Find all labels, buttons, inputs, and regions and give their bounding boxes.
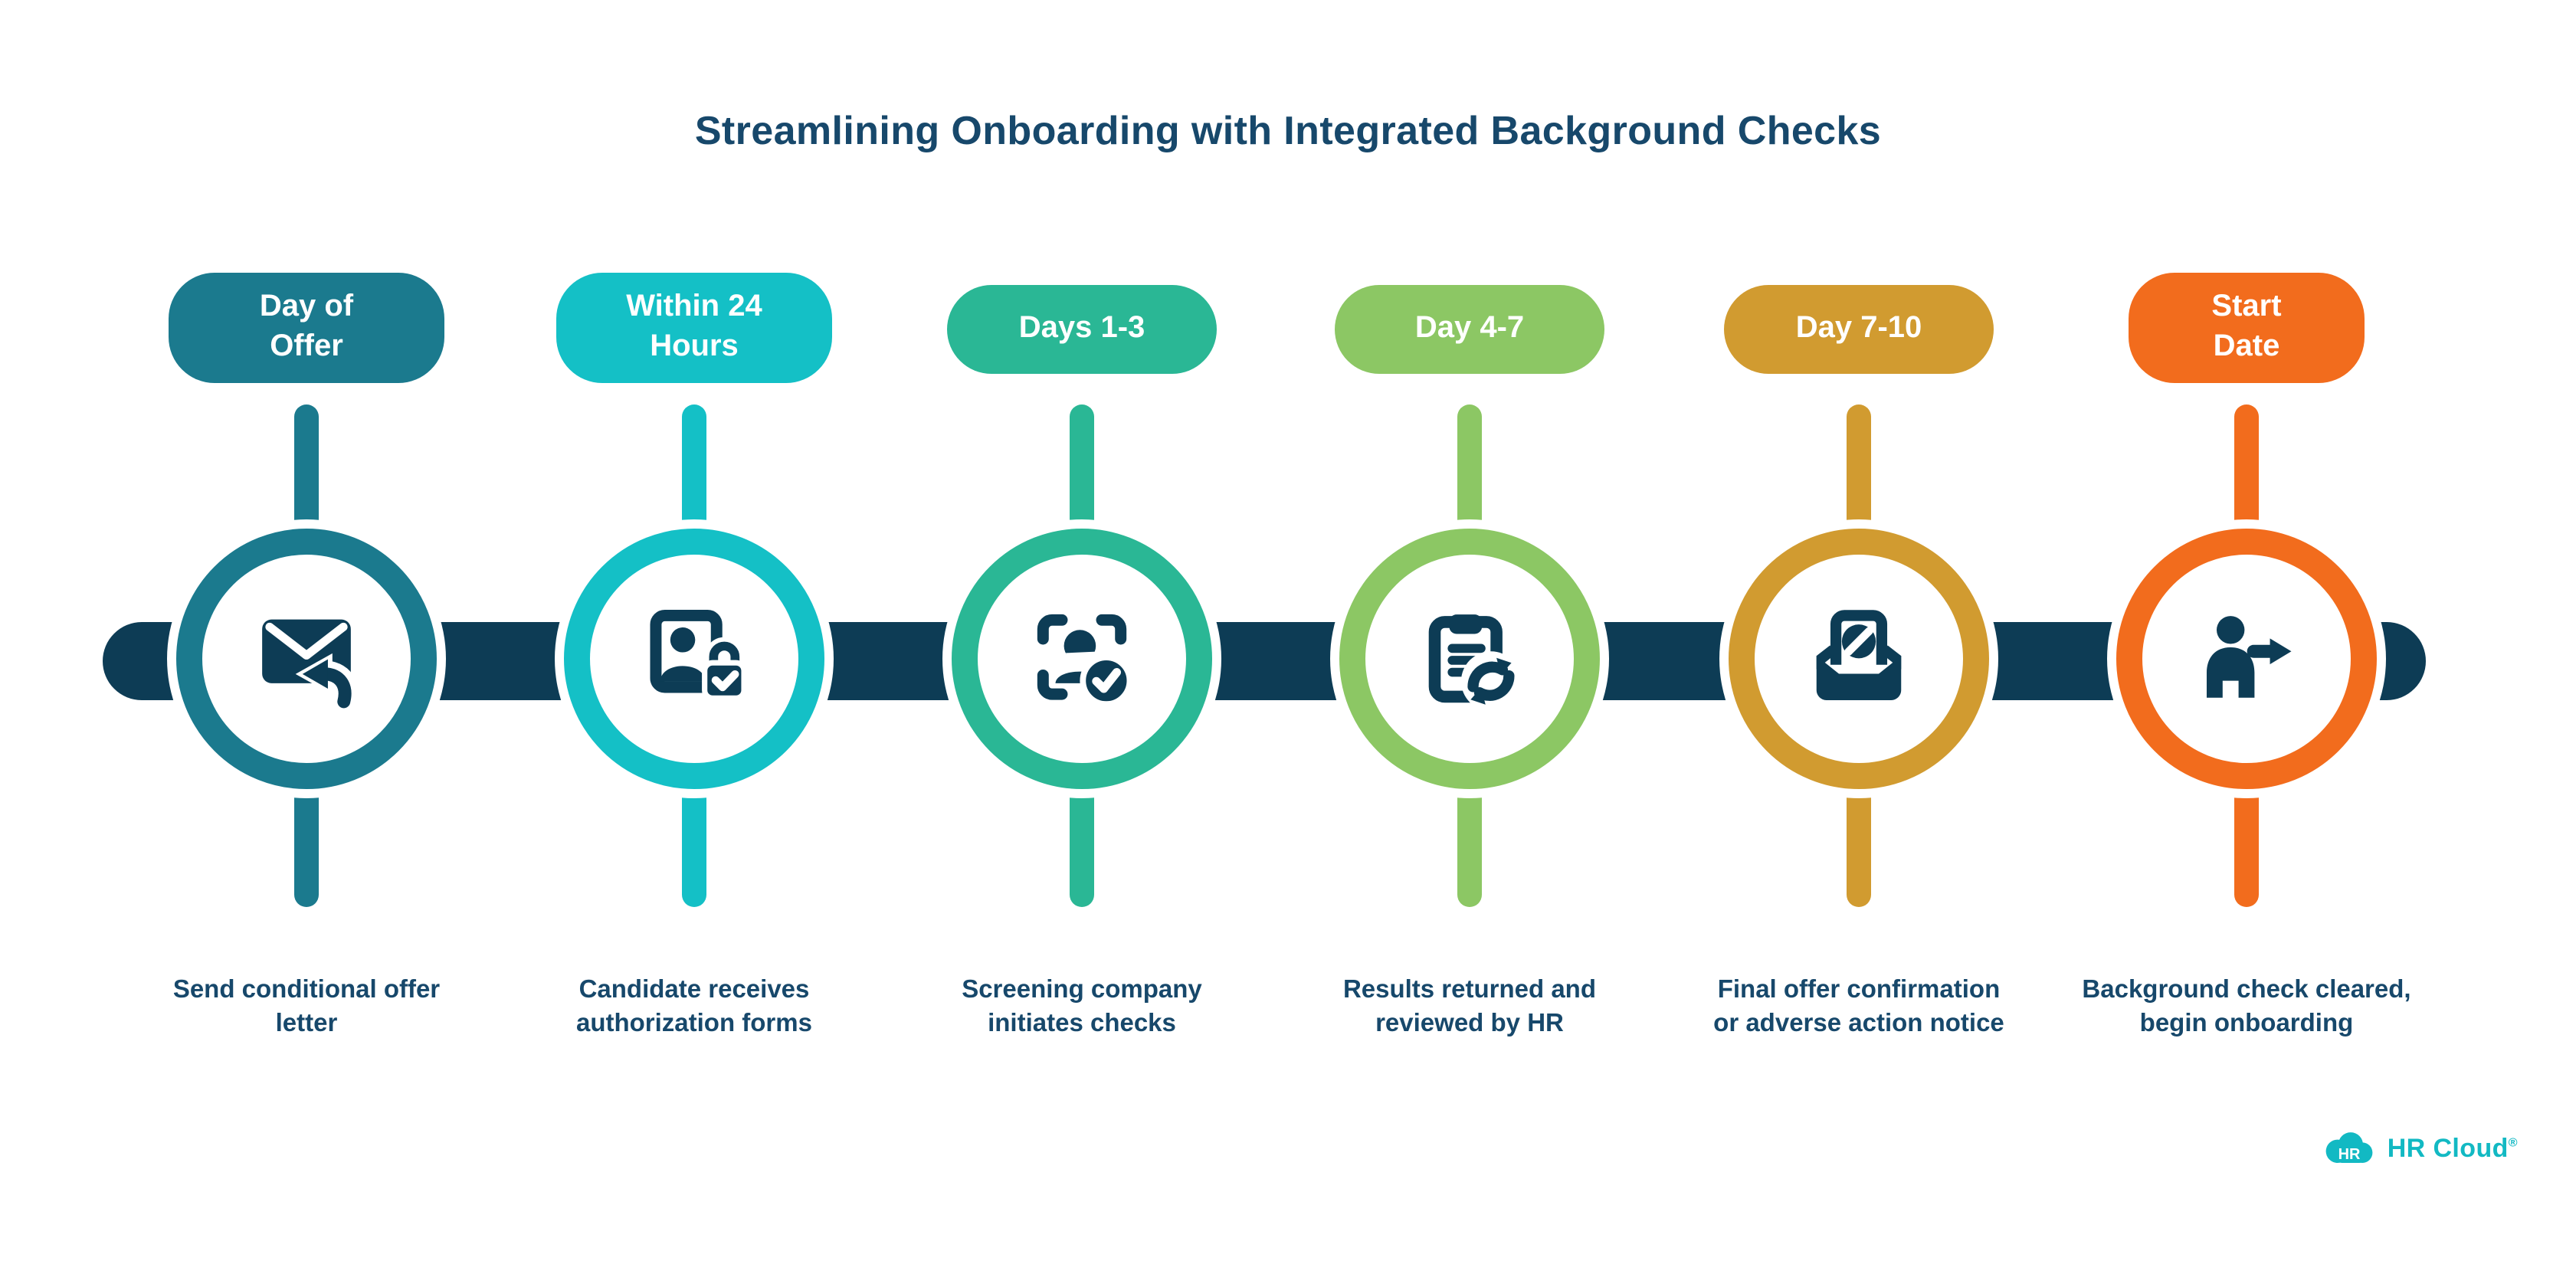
step-badge: Day of Offer: [169, 273, 444, 383]
logo-mark-text: HR: [2338, 1146, 2360, 1163]
step-circle: [952, 529, 1212, 789]
step-badge: Start Date: [2129, 273, 2365, 383]
description-line: Results returned and: [1342, 976, 1597, 1004]
description-line: authorization forms: [575, 1009, 812, 1037]
timeline-step-within-24-hours: Within 24 Hours Candidate receives autho…: [500, 0, 888, 1287]
description-line: reviewed by HR: [1375, 1009, 1564, 1037]
step-circle: [176, 529, 437, 789]
logo-name: HR Cloud: [2387, 1133, 2509, 1162]
clipboard-sync-icon: [1428, 614, 1521, 712]
badge-label: Day 4-7: [1414, 311, 1525, 345]
step-badge: Within 24 Hours: [556, 273, 832, 383]
step-description: Candidate receives authorization forms: [501, 974, 887, 1041]
page-title: Streamlining Onboarding with Integrated …: [694, 107, 1882, 153]
timeline-step-day-of-offer: Day of Offer Send conditional offer lett…: [113, 0, 500, 1287]
logo-wordmark: HR Cloud®: [2388, 1133, 2518, 1164]
mail-reply-icon: [262, 619, 359, 716]
description-line: Candidate receives: [578, 976, 810, 1004]
inbox-blocked-icon: [1816, 610, 1902, 700]
badge-label: Within 24: [626, 290, 762, 324]
step-description: Results returned and reviewed by HR: [1277, 974, 1663, 1041]
hr-cloud-mark-icon: HR: [2325, 1132, 2373, 1163]
step-badge: Days 1-3: [947, 285, 1217, 374]
step-circle: [2116, 529, 2377, 789]
badge-label: Day of: [259, 290, 354, 324]
badge-label: Offer: [270, 329, 343, 363]
step-description: Screening company initiates checks: [889, 974, 1275, 1041]
person-scan-check-icon: [1037, 614, 1133, 708]
description-line: or adverse action notice: [1713, 1009, 2004, 1037]
timeline-bar: [103, 622, 2426, 700]
badge-label: Date: [2213, 329, 2280, 363]
description-line: Final offer confirmation: [1717, 976, 2001, 1004]
timeline-step-day-4-7: Day 4-7 Results returned and reviewed by…: [1276, 0, 1663, 1287]
description-line: Background check cleared,: [2082, 976, 2411, 1004]
description-line: letter: [275, 1009, 338, 1037]
badge-label: Day 7-10: [1795, 311, 1922, 345]
description-line: initiates checks: [988, 1009, 1176, 1037]
step-description: Final offer confirmation or adverse acti…: [1666, 974, 2052, 1041]
badge-label: Days 1-3: [1018, 311, 1145, 345]
description-line: begin onboarding: [2139, 1009, 2354, 1037]
registered-symbol: ®: [2508, 1135, 2518, 1149]
step-description: Send conditional offer letter: [113, 974, 500, 1041]
step-description: Background check cleared, begin onboardi…: [2053, 974, 2440, 1041]
step-badge: Day 4-7: [1335, 285, 1604, 374]
badge-label: Hours: [650, 329, 739, 363]
hr-cloud-logo: HR HR Cloud®: [2320, 1128, 2518, 1169]
description-line: Send conditional offer: [172, 976, 441, 1004]
description-line: Screening company: [962, 976, 1202, 1004]
step-badge: Day 7-10: [1724, 285, 1994, 374]
timeline-step-days-1-3: Days 1-3 Screening company initiates che…: [888, 0, 1276, 1287]
timeline-step-day-7-10: Day 7-10 Final offer confirmation or adv…: [1665, 0, 2053, 1287]
id-badge-lock-icon: [650, 609, 747, 701]
step-circle: [1339, 529, 1600, 789]
badge-label: Start: [2211, 290, 2282, 324]
timeline-step-start-date: Start Date Background check cleared, beg…: [2053, 0, 2440, 1287]
step-circle: [564, 529, 824, 789]
person-arrow-icon: [2207, 616, 2292, 698]
step-circle: [1729, 529, 1989, 789]
